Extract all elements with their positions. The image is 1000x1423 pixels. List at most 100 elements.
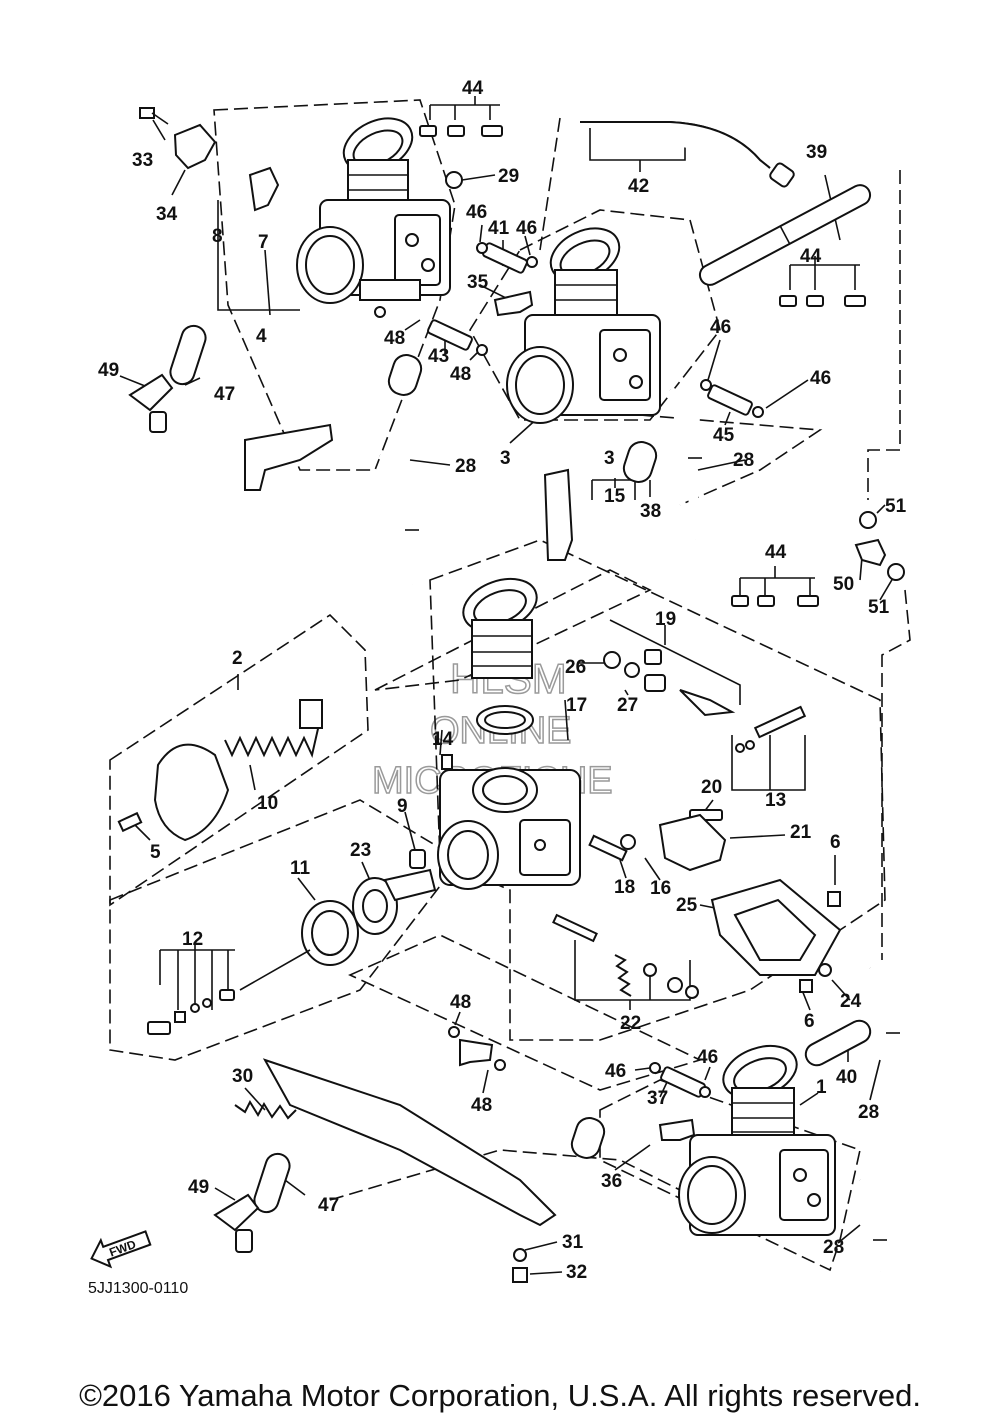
screw-33 <box>139 107 169 125</box>
fwd-arrow: FWD <box>90 1230 152 1269</box>
callout-29: 29 <box>498 166 519 187</box>
screw-set-44c <box>731 595 819 607</box>
callout-18: 18 <box>614 877 635 898</box>
piston-23 <box>352 868 437 935</box>
callout-38: 38 <box>640 501 661 522</box>
callout-10: 10 <box>257 793 278 814</box>
callout-46: 46 <box>710 317 731 338</box>
fwd-label: FWD <box>107 1237 138 1260</box>
callout-44: 44 <box>765 542 787 563</box>
body-2 <box>296 199 451 304</box>
callout-46: 46 <box>466 202 487 223</box>
callout-51: 51 <box>868 597 890 618</box>
callout-13: 13 <box>765 790 786 811</box>
o-ring-48a <box>374 306 386 318</box>
callout-6: 6 <box>804 1011 815 1032</box>
leader-lines <box>119 96 894 1275</box>
o-ring-46b <box>526 256 538 268</box>
hose-47b <box>253 1152 291 1214</box>
callout-6: 6 <box>830 832 841 853</box>
o-ring-48c <box>448 1026 460 1038</box>
callout-46: 46 <box>605 1061 626 1082</box>
callout-46: 46 <box>810 368 831 389</box>
hose-38 <box>622 441 658 483</box>
connector-50 <box>854 538 887 567</box>
spring-10 <box>224 699 323 759</box>
callout-31: 31 <box>562 1232 584 1253</box>
callout-27: 27 <box>617 695 638 716</box>
callout-34: 34 <box>156 204 178 225</box>
washer-26 <box>603 651 621 669</box>
diagram-code: 5JJ1300-0110 <box>88 1280 189 1297</box>
callout-30: 30 <box>232 1066 253 1087</box>
nut-29 <box>445 171 463 189</box>
callout-1: 1 <box>816 1077 827 1098</box>
callout-32: 32 <box>566 1262 587 1283</box>
o-ring-48b <box>476 344 488 356</box>
tee-35 <box>493 290 534 317</box>
callout-11: 11 <box>290 858 311 879</box>
needle-22 <box>552 913 598 943</box>
carburetor-1 <box>678 1044 836 1236</box>
tee-lower <box>459 1038 494 1067</box>
pipe-41 <box>482 242 528 274</box>
carburetor-3 <box>506 227 661 424</box>
callout-51: 51 <box>885 496 907 517</box>
o-ring-13b <box>745 740 755 750</box>
lower-link <box>329 1149 721 1211</box>
o-ring-46e <box>649 1062 661 1074</box>
callout-42: 42 <box>628 176 649 197</box>
pipe-45 <box>707 384 753 416</box>
tee-36 <box>658 1118 696 1141</box>
callout-39: 39 <box>806 142 827 163</box>
callout-7: 7 <box>258 232 269 253</box>
screw-6b <box>799 979 813 993</box>
callout-2: 2 <box>232 648 243 669</box>
screw-24 <box>818 963 832 977</box>
spring-30 <box>234 1099 297 1120</box>
screw-14 <box>441 754 453 770</box>
callout-8: 8 <box>212 226 223 247</box>
funnel-2 <box>342 117 414 216</box>
callout-47: 47 <box>318 1195 339 1216</box>
o-ring-27 <box>624 662 640 678</box>
o-ring-46d <box>752 406 764 418</box>
screw-6a <box>827 891 841 907</box>
callout-36: 36 <box>601 1171 622 1192</box>
callout-24: 24 <box>840 991 862 1012</box>
callout-3: 3 <box>500 448 511 469</box>
hoses <box>169 121 900 1273</box>
callout-43: 43 <box>428 346 449 367</box>
o-ring-48d <box>494 1059 506 1071</box>
callout-33: 33 <box>132 150 153 171</box>
callout-48: 48 <box>384 328 405 349</box>
o-ring-46a <box>476 242 488 254</box>
callout-45: 45 <box>713 425 735 446</box>
callout-labels: 44 33 34 29 42 39 8 7 46 41 46 35 44 4 4… <box>98 78 907 1283</box>
small-parts: FWD <box>90 107 905 1283</box>
callout-16: 16 <box>650 878 671 899</box>
callout-40: 40 <box>836 1067 857 1088</box>
screw-set-44a <box>419 125 503 137</box>
callout-28: 28 <box>858 1102 879 1123</box>
callout-9: 9 <box>397 796 408 817</box>
clip-51a <box>859 511 877 529</box>
joint-49a <box>128 373 174 433</box>
callout-28: 28 <box>455 456 476 477</box>
callout-14: 14 <box>432 729 454 750</box>
top-cover <box>153 743 230 842</box>
float-21 <box>658 813 727 872</box>
callout-28: 28 <box>823 1237 844 1258</box>
connector-51-link <box>881 589 911 960</box>
bracket-upper-left <box>244 423 334 491</box>
callout-35: 35 <box>467 272 489 293</box>
nut-16 <box>620 834 636 850</box>
funnel-4 <box>462 577 538 679</box>
carb-3-outline <box>469 209 721 421</box>
top-box-left <box>374 569 652 691</box>
callout-44: 44 <box>462 78 484 99</box>
callout-20: 20 <box>701 777 722 798</box>
body-4 <box>437 767 581 890</box>
callout-49: 49 <box>98 360 119 381</box>
